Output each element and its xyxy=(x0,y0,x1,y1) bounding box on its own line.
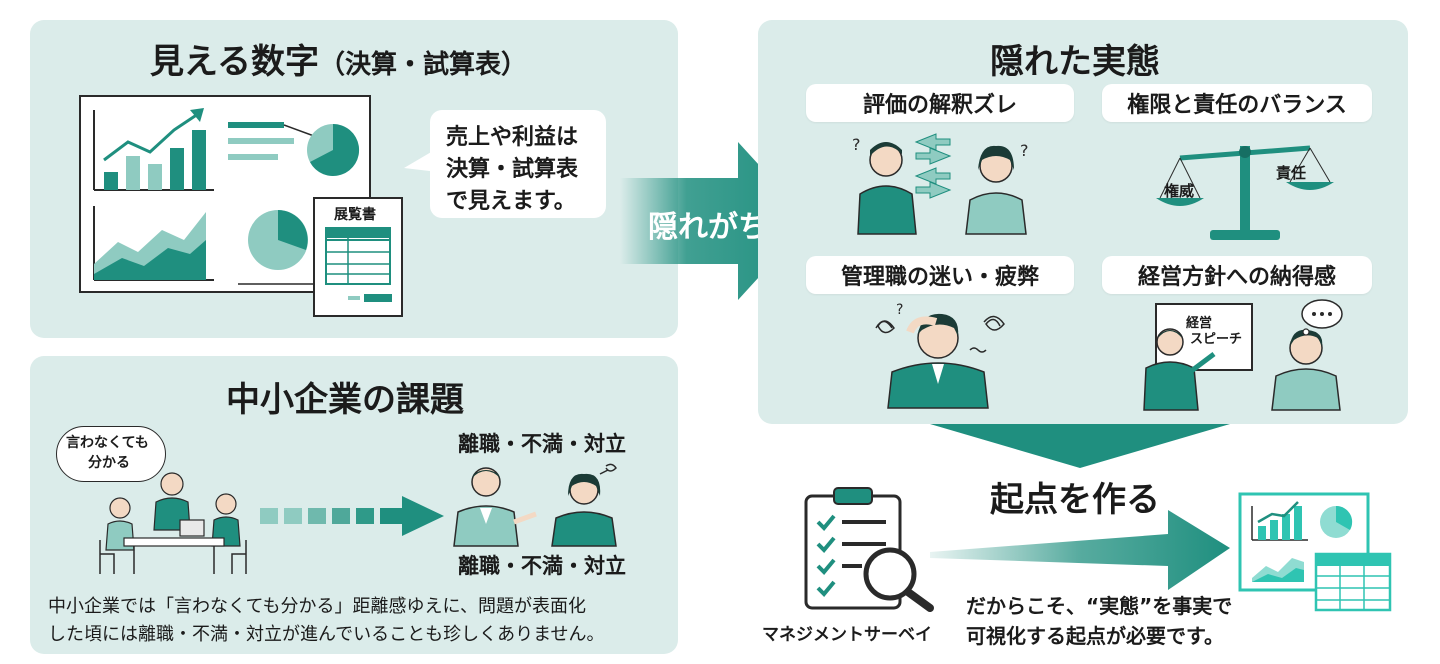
item-manager-fatigue: 管理職の迷い・疲弊 xyxy=(806,256,1074,294)
result-label-top: 離職・不満・対立 xyxy=(458,432,626,456)
sme-body-line-2: した頃には離職・不満・対立が進んでいることも珍しくありません。 xyxy=(48,624,605,645)
bubble-line-2: 決算・試算表 xyxy=(446,157,579,182)
person-icon-2: ? xyxy=(965,141,1029,235)
visible-numbers-title: 見える数字（決算・試算表） xyxy=(150,34,527,83)
meeting-speech-bubble xyxy=(56,426,166,482)
person-icon-8 xyxy=(551,473,617,547)
person-icon-3 xyxy=(887,313,989,409)
bar-chart-icon xyxy=(93,108,214,191)
visible-numbers-title-sub: （決算・試算表） xyxy=(318,50,527,80)
area-chart-icon xyxy=(93,206,214,281)
exchange-arrows-icon xyxy=(914,133,952,199)
sme-panel xyxy=(30,356,678,654)
bubble-line-3: で見えます。 xyxy=(446,189,576,214)
bubble-line-1: 売上や利益は xyxy=(446,125,579,150)
board-text-line-1: 経営 xyxy=(1186,316,1213,331)
visible-numbers-title-main: 見える数字 xyxy=(150,42,319,82)
sme-body-line-1: 中小企業では「言わなくても分かる」距離感ゆえに、問題が表面化 xyxy=(48,596,587,617)
svg-text:?: ? xyxy=(1020,141,1029,160)
result-label-bottom: 離職・不満・対立 xyxy=(458,554,626,578)
scale-illustration xyxy=(1156,145,1334,240)
stress-scribble-icon: ? xyxy=(875,302,1005,353)
meeting-speech-line-1: 言わなくても xyxy=(66,435,149,451)
evaluation-gap-illustration: ? ? xyxy=(852,133,1029,235)
pie-chart-icon-2 xyxy=(238,210,318,285)
board-text-line-2: スピーチ xyxy=(1190,332,1243,347)
item-evaluation-gap: 評価の解釈ズレ xyxy=(806,84,1074,122)
speech-bubble xyxy=(430,110,606,218)
scale-left-label: 権威 xyxy=(1164,182,1195,200)
thinking-person-icon xyxy=(1271,329,1341,411)
speech-bubble-tail xyxy=(404,148,438,172)
speaker-icon xyxy=(1143,328,1216,411)
survey-label: マネジメントサーベイ xyxy=(762,625,932,645)
thought-bubble-icon xyxy=(1301,299,1343,336)
hidden-reality-title: 隠れた実態 xyxy=(990,42,1160,82)
stress-lines-icon xyxy=(599,463,617,475)
pie-chart-icon xyxy=(307,123,360,176)
document-icon xyxy=(313,197,403,317)
policy-buyin-illustration xyxy=(1143,299,1343,411)
hidden-arrow-label: 隠れがち xyxy=(648,210,768,245)
start-desc-line-2: 可視化する起点が必要です。 xyxy=(966,624,1224,648)
item-policy-buyin: 経営方針への納得感 xyxy=(1102,256,1372,294)
legend-lines-icon xyxy=(228,122,315,160)
svg-text:?: ? xyxy=(896,302,903,318)
survey-clipboard-icon xyxy=(804,487,934,612)
document-label: 展覧書 xyxy=(334,207,376,223)
sme-title: 中小企業の課題 xyxy=(226,380,464,420)
meeting-illustration xyxy=(99,472,247,574)
item-authority-balance: 権限と責任のバランス xyxy=(1102,84,1372,122)
laptop-icon xyxy=(179,519,205,537)
dashboard-illustration xyxy=(79,95,403,317)
scale-right-label: 責任 xyxy=(1276,164,1307,182)
down-arrow xyxy=(930,424,1230,468)
person-icon: ? xyxy=(852,135,917,235)
visualized-dashboard-icon xyxy=(1238,492,1392,612)
conflict-illustration xyxy=(453,463,617,547)
start-arrow xyxy=(930,510,1230,590)
dashed-arrow xyxy=(260,496,444,536)
table-icon xyxy=(99,537,247,574)
start-title: 起点を作る xyxy=(990,480,1160,520)
svg-text:?: ? xyxy=(852,135,861,154)
person-icon-7 xyxy=(453,467,537,547)
start-desc-line-1: だからこそ、“実態”を事実で xyxy=(966,594,1233,618)
meeting-speech-line-2: 分かる xyxy=(88,455,130,471)
manager-fatigue-illustration: ? xyxy=(875,302,1005,409)
